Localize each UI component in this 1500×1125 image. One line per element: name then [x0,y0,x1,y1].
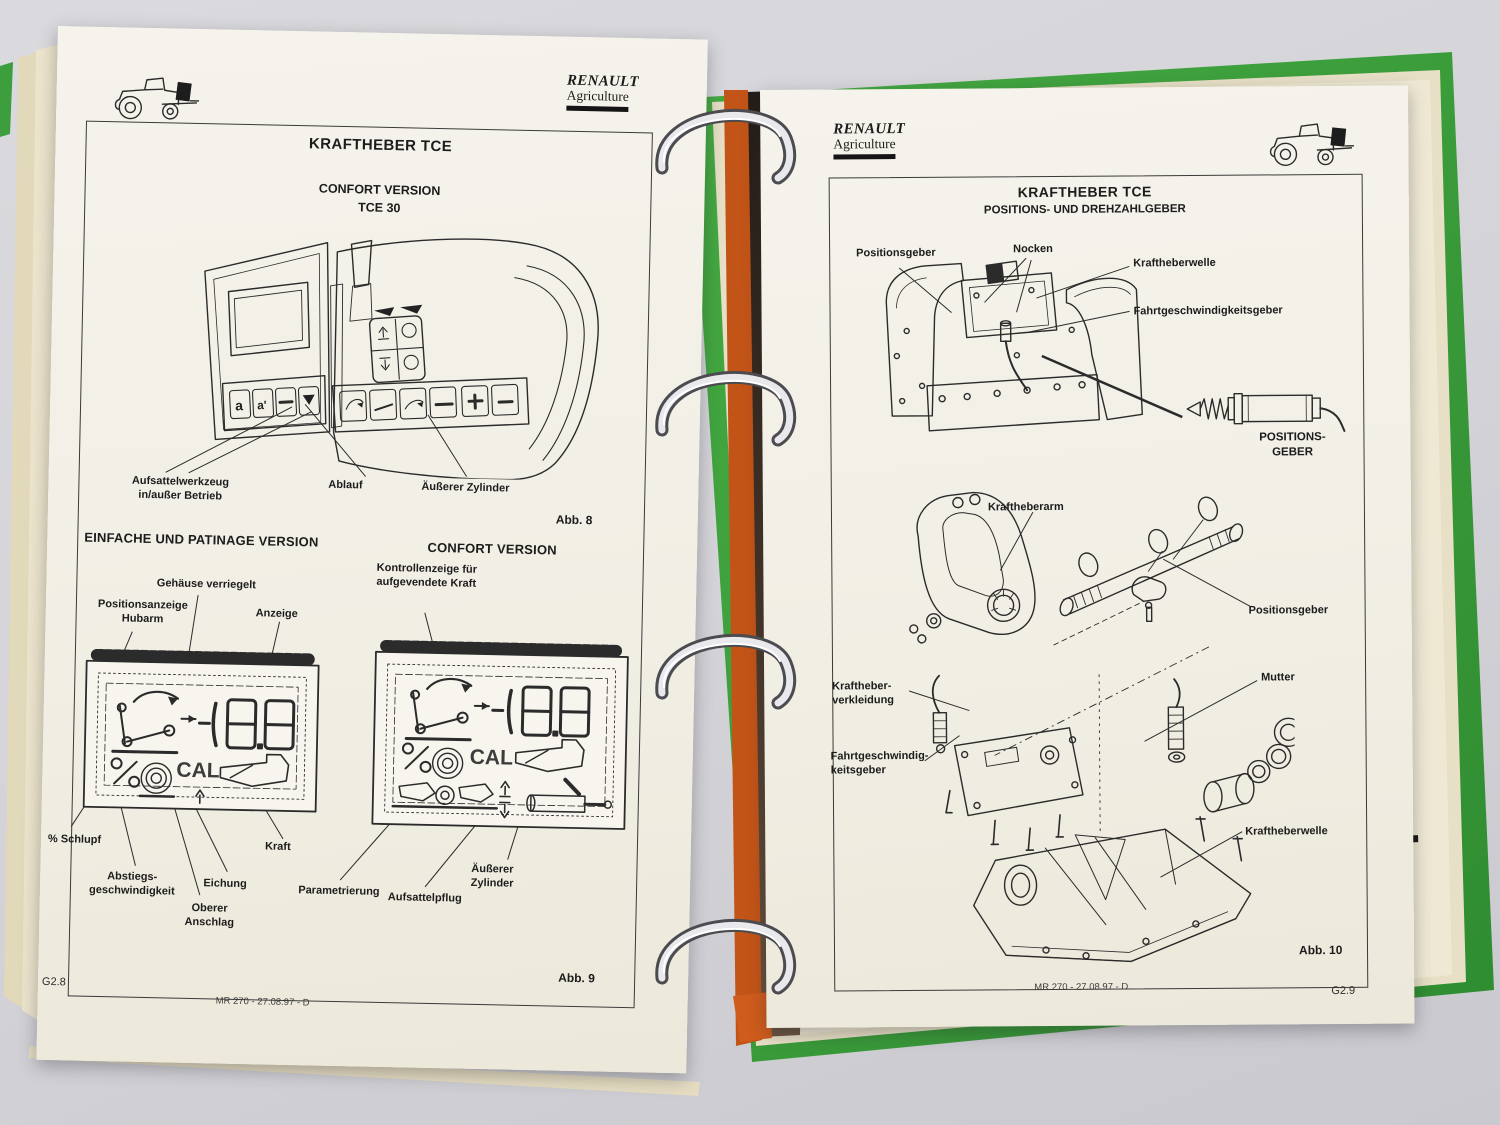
lcd-display-einfache: CAL [82,648,320,813]
label-kraftheberverkleidung: Kraftheber- verkleidung [832,680,895,707]
label-kraftheberarm: Kraftheberarm [987,500,1064,514]
label-fahrtgeschwindigkeitsgeber-low: Fahrtgeschwindig- keitsgeber [830,749,929,777]
label-anzeige: Anzeige [255,607,298,621]
label-positionsgeber-caps: POSITIONS- GEBER [1259,431,1326,459]
label-aufsattelpflug: Aufsattelpflug [387,891,462,905]
fig10-caption: Abb. 10 [1298,942,1343,958]
label-nocken: Nocken [1013,242,1053,256]
left-page: RENAULT Agriculture KRAFTHEBER TCE CONFO… [36,26,708,1074]
label-schlupf: % Schlupf [47,832,102,847]
label-aeusserer-zylinder-fig9: Äußerer Zylinder [470,862,514,891]
label-kontrollanzeige: Kontrollenzeige für aufgevendete Kraft [376,561,478,591]
label-positionsgeber-top: Positionsgeber [856,246,936,260]
label-mutter: Mutter [1261,671,1295,684]
left-page-code: G2.8 [41,975,66,989]
fig10-housing-drawing [931,674,1297,963]
label-fahrtgeschwindigkeitsgeber: Fahrtgeschwindigkeitsgeber [1133,304,1283,318]
label-ablauf: Ablauf [328,478,363,492]
green-sliver [0,62,13,137]
label-oberer-anschlag: Oberer Anschlag [184,901,235,930]
label-aufsattelwerkzeug: Aufsattelwerkzeug in/außer Betrieb [131,474,230,503]
right-page: RENAULT Agriculture KRAFTHEBER TCE POSIT… [760,85,1415,1028]
label-positionsgeber-mid: Positionsgeber [1248,604,1329,617]
svg-text:a': a' [257,398,267,412]
orange-divider-tab [724,90,762,1046]
right-page-code: G2.9 [1331,984,1356,998]
tractor-icon-right [1269,123,1355,167]
label-kraftheberwelle-low: Kraftheberwelle [1245,825,1328,838]
fig10-tractor-rear-drawing [885,260,1143,432]
position-sensor-drawing [1186,392,1346,432]
fig8-control-panel-drawing: a a' [204,238,599,481]
lcd1-cal-text: CAL [176,759,220,783]
label-kraft: Kraft [264,840,291,854]
lcd-display-confort: CAL [371,640,629,830]
fig8-caption: Abb. 8 [555,512,593,528]
left-page-callout-lines [70,403,530,896]
svg-text:a: a [235,397,244,413]
right-page-callout-lines [898,257,1258,878]
fig9-caption: Abb. 9 [558,970,595,986]
label-eichung: Eichung [203,877,247,891]
label-kraftheberwelle-top: Kraftheberwelle [1133,256,1216,270]
lcd2-cal-text: CAL [470,746,514,770]
right-doc-ref: MR 270 - 27.08.97 - D [1034,981,1129,994]
tractor-icon [114,77,200,120]
label-positionsanzeige: Positionsanzeige Hubarm [97,597,188,626]
